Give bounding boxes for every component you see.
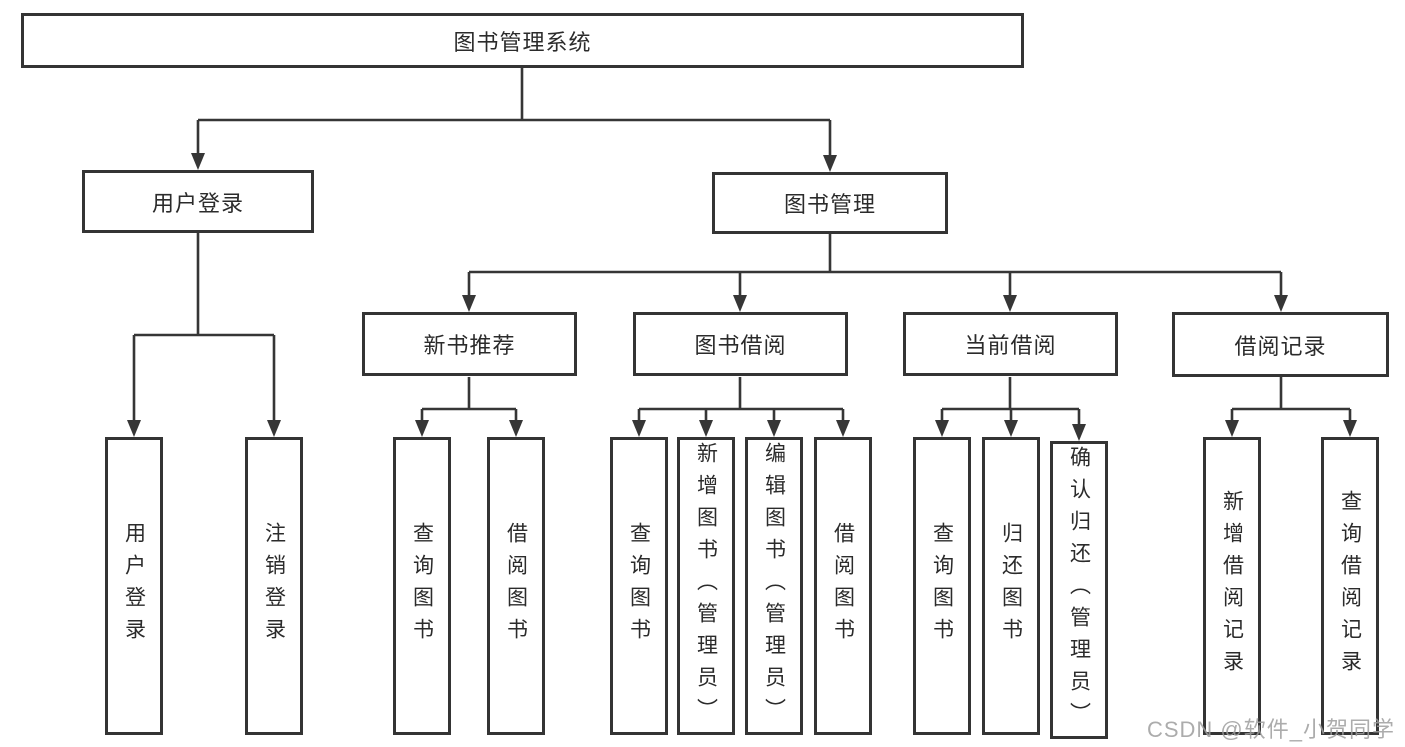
node-leaf-query-books-borrow-label: 查询图书 (627, 522, 651, 650)
node-system-root: 图书管理系统 (21, 13, 1024, 68)
node-leaf-confirm-return-admin: 确认归还（管理员） (1050, 441, 1108, 739)
node-leaf-query-books-current: 查询图书 (913, 437, 971, 735)
node-leaf-edit-books-admin: 编辑图书（管理员） (745, 437, 803, 735)
node-new-book-recommend-label: 新书推荐 (423, 333, 516, 358)
connector-bookborrow-to-children (632, 377, 850, 437)
node-new-book-recommend: 新书推荐 (362, 312, 577, 376)
node-leaf-query-books-rec: 查询图书 (393, 437, 451, 735)
node-book-borrowing: 图书借阅 (633, 312, 848, 376)
node-leaf-user-login: 用户登录 (105, 437, 163, 735)
node-leaf-borrow-books-label: 借阅图书 (831, 522, 855, 650)
node-leaf-query-books-current-label: 查询图书 (930, 522, 954, 650)
csdn-watermark: CSDN @软件_小贺同学 (1146, 717, 1395, 742)
node-book-management-label: 图书管理 (783, 192, 876, 217)
connector-borrowrecords-to-children (1225, 377, 1357, 437)
node-leaf-borrow-books-rec: 借阅图书 (487, 437, 545, 735)
node-user-login-label: 用户登录 (151, 190, 244, 216)
node-user-login: 用户登录 (82, 170, 314, 233)
node-leaf-add-borrow-record: 新增借阅记录 (1203, 437, 1261, 735)
connector-currentborrow-to-children (935, 377, 1086, 441)
connector-newbookrec-to-children (415, 377, 523, 437)
node-leaf-query-books-rec-label: 查询图书 (410, 522, 434, 650)
node-leaf-user-login-label: 用户登录 (122, 522, 146, 650)
node-current-borrowing: 当前借阅 (903, 312, 1118, 376)
node-system-root-label: 图书管理系统 (453, 29, 592, 55)
node-book-management: 图书管理 (712, 172, 948, 234)
node-leaf-return-books-label: 归还图书 (999, 522, 1023, 650)
node-leaf-add-books-admin-label: 新增图书（管理员） (694, 442, 718, 730)
connector-root-to-level2 (191, 68, 837, 172)
node-borrow-records-label: 借阅记录 (1234, 333, 1327, 359)
connector-bookmgmt-to-level3 (462, 234, 1288, 312)
node-leaf-query-borrow-record-label: 查询借阅记录 (1338, 490, 1362, 682)
node-leaf-edit-books-admin-label: 编辑图书（管理员） (762, 442, 786, 730)
node-current-borrowing-label: 当前借阅 (964, 333, 1057, 358)
connector-userlogin-to-children (127, 233, 281, 437)
node-leaf-borrow-books: 借阅图书 (814, 437, 872, 735)
node-leaf-borrow-books-rec-label: 借阅图书 (504, 522, 528, 650)
node-leaf-query-borrow-record: 查询借阅记录 (1321, 437, 1379, 735)
node-borrow-records: 借阅记录 (1172, 312, 1389, 377)
node-leaf-confirm-return-admin-label: 确认归还（管理员） (1067, 446, 1091, 734)
node-leaf-return-books: 归还图书 (982, 437, 1040, 735)
node-leaf-add-borrow-record-label: 新增借阅记录 (1220, 490, 1244, 682)
node-leaf-query-books-borrow: 查询图书 (610, 437, 668, 735)
node-leaf-logout-label: 注销登录 (262, 522, 286, 650)
node-book-borrowing-label: 图书借阅 (694, 333, 787, 358)
node-leaf-logout: 注销登录 (245, 437, 303, 735)
node-leaf-add-books-admin: 新增图书（管理员） (677, 437, 735, 735)
